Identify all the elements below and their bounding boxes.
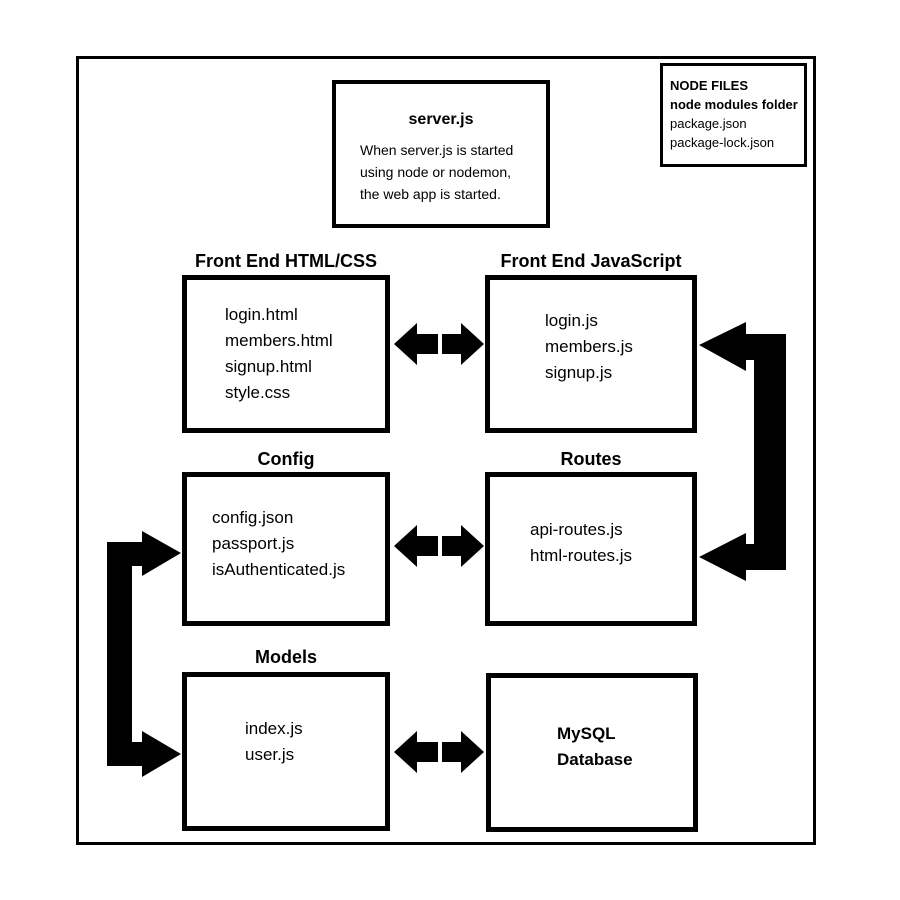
label-frontend-html-css: Front End HTML/CSS <box>195 251 377 271</box>
bracket-arrow-frontendjs-routes-icon <box>699 322 786 581</box>
file-item: index.js <box>245 719 303 738</box>
box-config: config.json passport.js isAuthenticated.js <box>182 472 390 626</box>
file-item: html-routes.js <box>530 546 633 565</box>
box-models: index.js user.js <box>182 672 390 831</box>
server-js-title: server.js <box>408 111 474 128</box>
file-item: passport.js <box>212 534 295 553</box>
label-config: Config <box>257 449 315 469</box>
node-files-list: package.json package-lock.json <box>670 114 804 152</box>
box-frontend-html-css: login.html members.html signup.html style.c… <box>182 275 390 433</box>
routes-file-list: api-routes.js html-routes.js <box>490 477 692 569</box>
double-arrow-models-mysql-icon <box>394 731 484 773</box>
server-js-box: server.js When server.js is started using… <box>332 80 550 228</box>
double-arrow-config-routes-icon <box>394 525 484 567</box>
label-frontend-javascript: Front End JavaScript <box>500 251 682 271</box>
file-item: members.js <box>545 337 633 356</box>
node-files-heading-line: node modules folder <box>670 97 798 112</box>
file-item: signup.html <box>225 357 312 376</box>
bracket-arrow-config-models-icon <box>107 531 181 777</box>
file-item: signup.js <box>545 363 613 382</box>
config-file-list: config.json passport.js isAuthenticated.js <box>187 477 385 583</box>
file-item: style.css <box>225 383 291 402</box>
file-item: login.html <box>225 305 298 324</box>
double-arrow-frontendhtml-frontendjs-icon <box>394 323 484 365</box>
file-item: members.html <box>225 331 333 350</box>
models-file-list: index.js user.js <box>187 677 385 768</box>
node-files-file-line: package.json <box>670 116 747 131</box>
frontend-javascript-file-list: login.js members.js signup.js <box>490 280 692 386</box>
node-files-headings: NODE FILES node modules folder <box>670 76 804 114</box>
frontend-html-css-file-list: login.html members.html signup.html style.c… <box>187 280 385 406</box>
box-frontend-javascript: login.js members.js signup.js <box>485 275 697 433</box>
server-js-description: When server.js is started using node or n… <box>336 139 546 205</box>
label-routes: Routes <box>560 449 622 469</box>
mysql-title-line: Database <box>557 750 633 769</box>
label-models: Models <box>254 647 317 667</box>
file-item: api-routes.js <box>530 520 623 539</box>
mysql-database-title: MySQL Database <box>491 678 693 773</box>
server-js-description-line: When server.js is started <box>360 142 514 158</box>
diagram-outer-frame <box>76 56 816 845</box>
box-mysql-database: MySQL Database <box>486 673 698 832</box>
file-item: login.js <box>545 311 598 330</box>
node-files-heading-line: NODE FILES <box>670 78 749 93</box>
file-item: user.js <box>245 745 295 764</box>
server-js-description-line: using node or nodemon, <box>360 164 511 180</box>
node-files-file-line: package-lock.json <box>670 135 775 150</box>
box-routes: api-routes.js html-routes.js <box>485 472 697 626</box>
file-item: isAuthenticated.js <box>212 560 346 579</box>
node-files-box: NODE FILES node modules folder package.js… <box>660 63 807 167</box>
server-js-description-line: the web app is started. <box>360 186 501 202</box>
file-item: config.json <box>212 508 294 527</box>
mysql-title-line: MySQL <box>557 724 616 743</box>
